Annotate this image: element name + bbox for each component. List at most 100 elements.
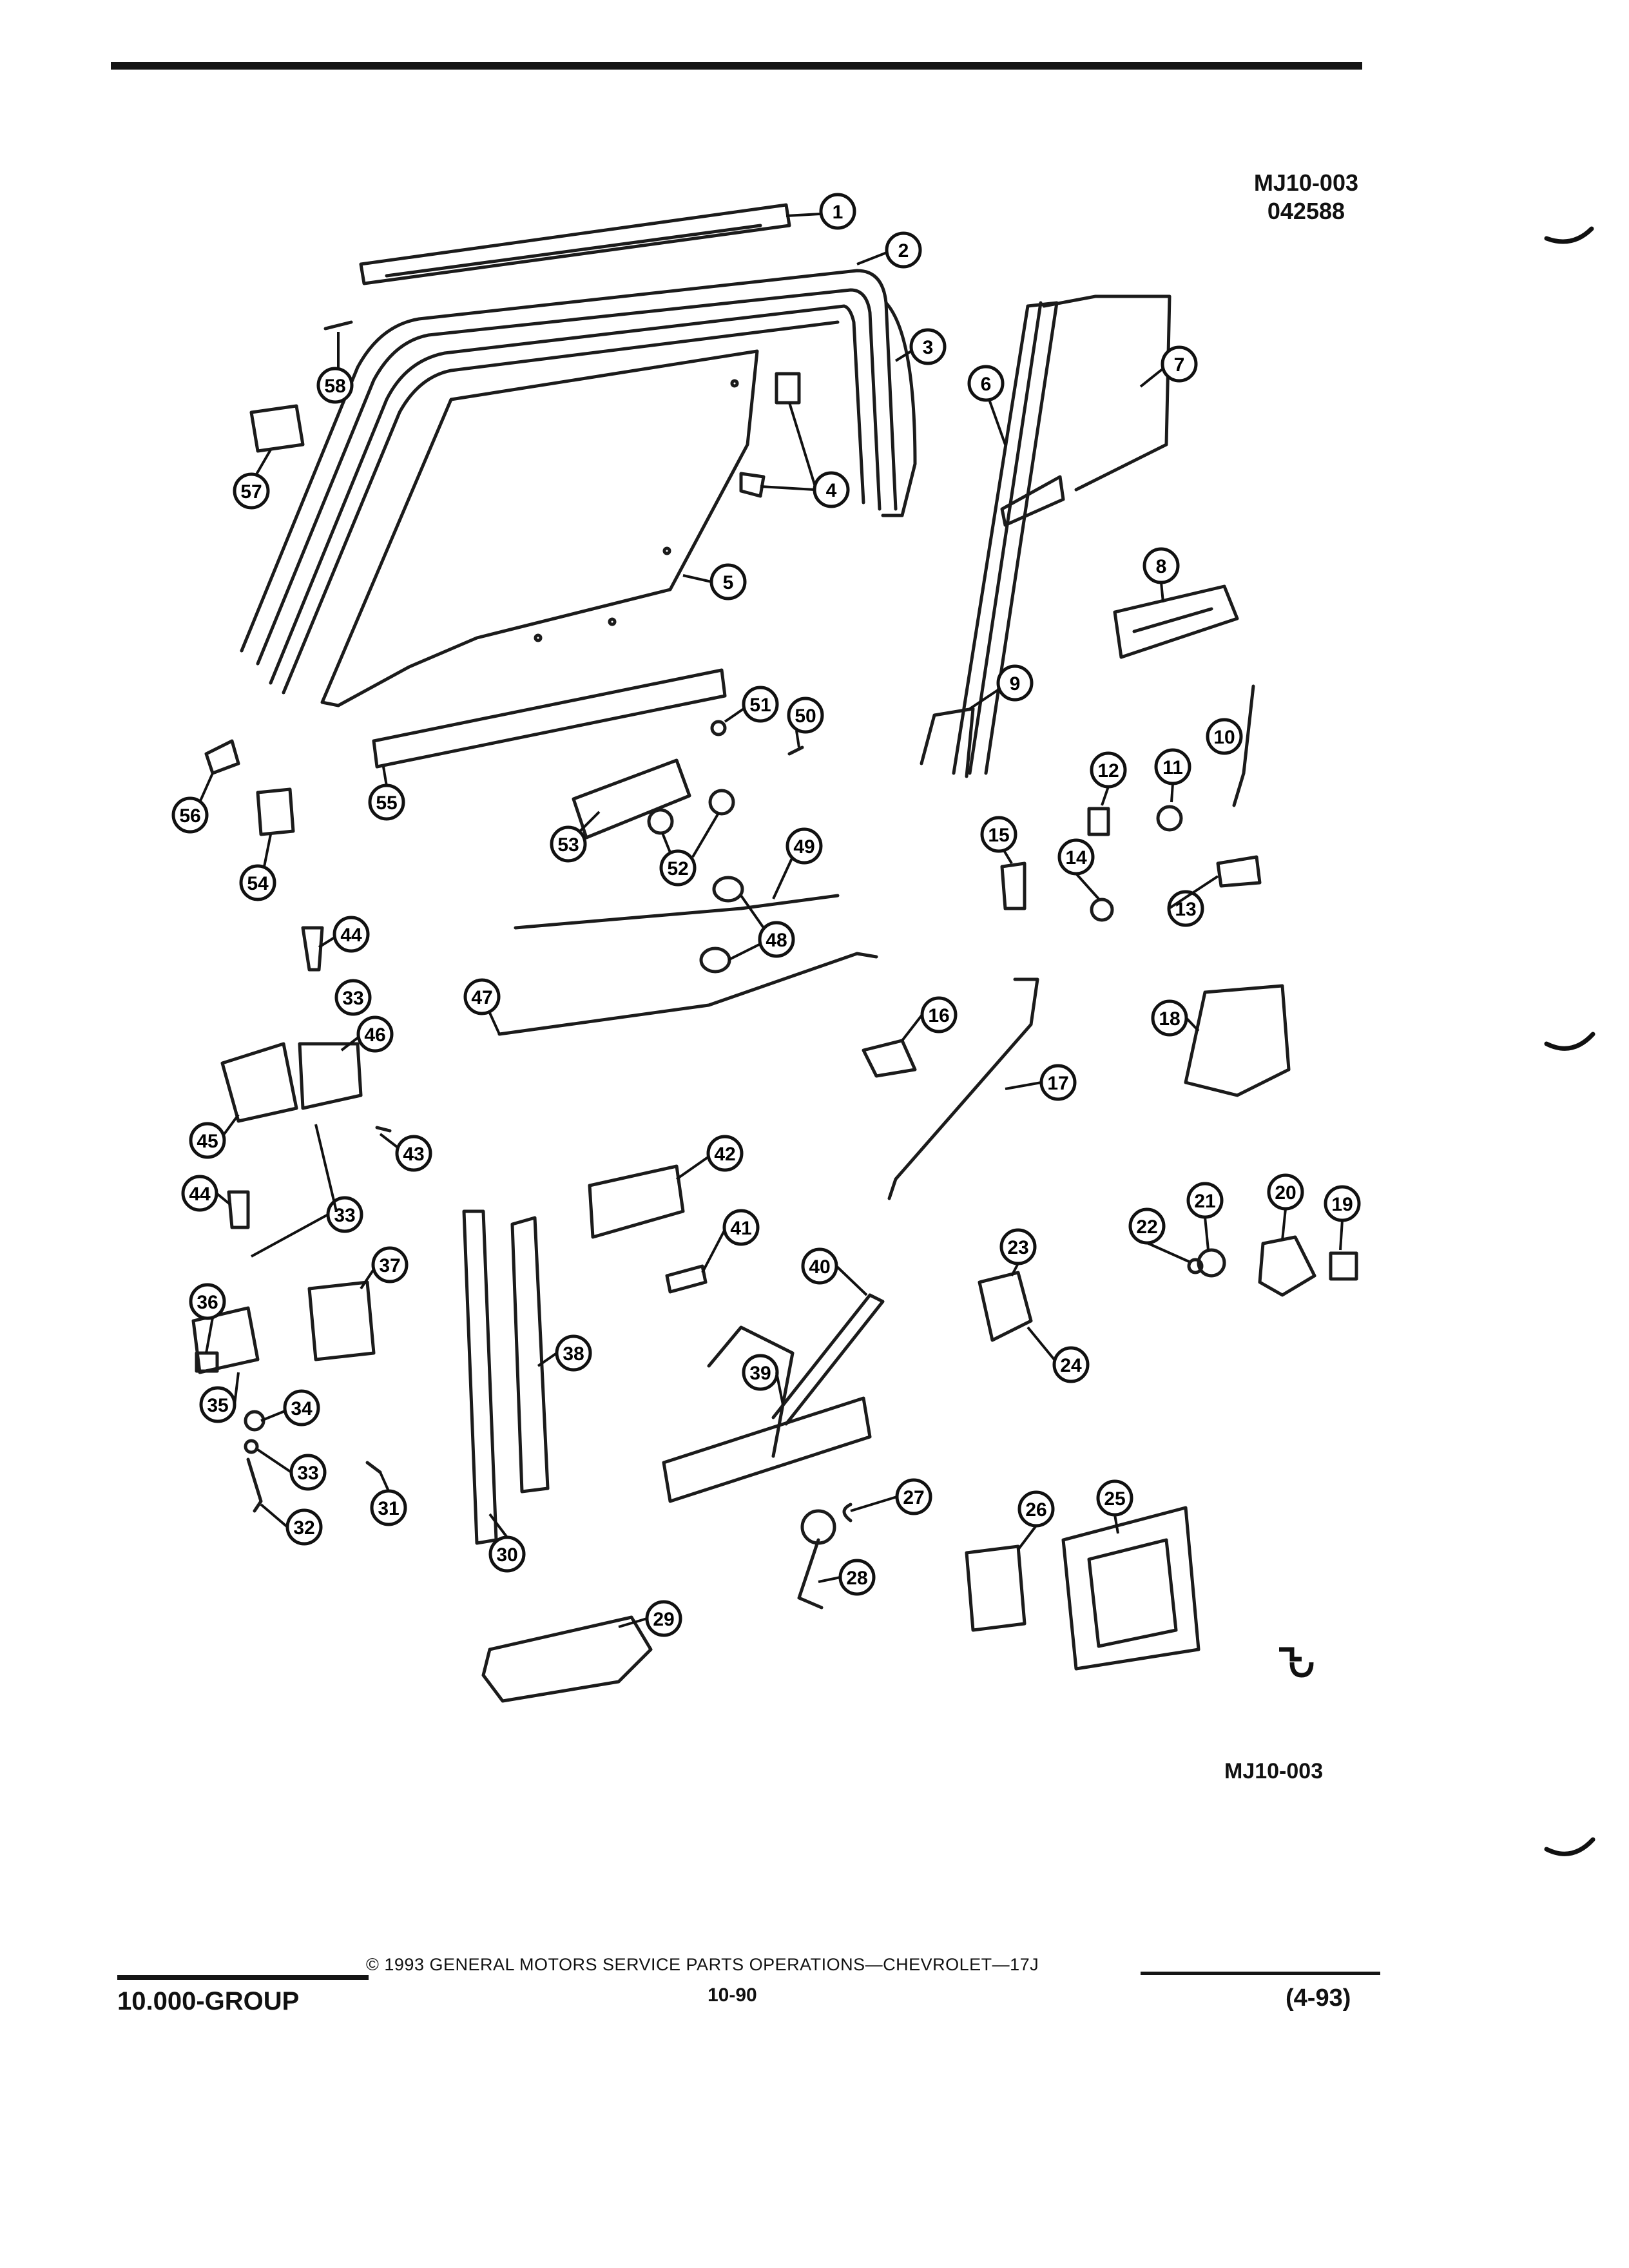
svg-text:54: 54 bbox=[247, 873, 269, 894]
leader-56 bbox=[198, 773, 214, 803]
leader-44a bbox=[215, 1192, 232, 1206]
callout-3: 3 bbox=[909, 328, 947, 365]
part-1-molding bbox=[359, 203, 791, 285]
part-22-spring bbox=[1187, 1258, 1204, 1274]
callout-33-middle: 33 bbox=[326, 1196, 363, 1233]
leader-30 bbox=[488, 1513, 508, 1539]
callout-55: 55 bbox=[368, 783, 405, 821]
svg-text:7: 7 bbox=[1174, 354, 1185, 376]
leader-2 bbox=[856, 251, 887, 265]
part-11-nut bbox=[1156, 805, 1183, 832]
part-12-spring bbox=[1087, 807, 1110, 836]
callout-44-upper: 44 bbox=[333, 916, 370, 953]
svg-text:9: 9 bbox=[1010, 673, 1021, 695]
part-5-glass bbox=[320, 349, 759, 707]
part-53-sash bbox=[572, 758, 691, 840]
svg-text:10: 10 bbox=[1213, 727, 1235, 748]
callout-33-upper: 33 bbox=[334, 979, 372, 1016]
part-56-bumper bbox=[204, 739, 240, 775]
part-55-sash-channel bbox=[372, 668, 727, 769]
callout-56: 56 bbox=[171, 796, 209, 834]
svg-text:14: 14 bbox=[1065, 847, 1087, 869]
callout-30: 30 bbox=[488, 1535, 526, 1573]
callout-17: 17 bbox=[1039, 1064, 1077, 1101]
leader-57 bbox=[255, 448, 272, 476]
leader-39 bbox=[775, 1372, 784, 1405]
leader-38 bbox=[537, 1352, 558, 1367]
callout-54: 54 bbox=[239, 864, 276, 901]
leader-7 bbox=[1139, 367, 1164, 388]
leader-5 bbox=[682, 574, 712, 583]
leader-14 bbox=[1075, 872, 1100, 900]
leader-33b bbox=[251, 1213, 329, 1258]
part-5-hole-4 bbox=[608, 617, 617, 626]
part-9-channel-base bbox=[920, 707, 975, 778]
callout-40: 40 bbox=[801, 1247, 838, 1285]
part-52-roller-2 bbox=[708, 789, 735, 816]
part-27-clip bbox=[842, 1503, 853, 1523]
leader-50 bbox=[795, 730, 800, 748]
svg-text:2: 2 bbox=[898, 240, 909, 262]
svg-text:51: 51 bbox=[749, 695, 771, 716]
callout-32: 32 bbox=[285, 1508, 323, 1546]
svg-text:35: 35 bbox=[207, 1395, 228, 1416]
part-43-bolt bbox=[375, 1126, 392, 1133]
figure-date: 042588 bbox=[1267, 198, 1345, 224]
callout-35: 35 bbox=[199, 1386, 236, 1423]
callout-1-label: 1 bbox=[833, 202, 843, 223]
svg-text:8: 8 bbox=[1156, 556, 1167, 577]
figure-reference: MJ10-003 042588 bbox=[1254, 169, 1358, 226]
leader-55 bbox=[382, 766, 388, 787]
callout-53: 53 bbox=[550, 825, 587, 863]
callout-42: 42 bbox=[706, 1135, 744, 1172]
part-4-clip-lower bbox=[739, 472, 766, 498]
svg-text:56: 56 bbox=[179, 805, 200, 827]
footer-group: 10.000-GROUP bbox=[117, 1987, 300, 2015]
leader-22 bbox=[1146, 1242, 1190, 1263]
callout-43: 43 bbox=[395, 1135, 432, 1172]
callout-45: 45 bbox=[189, 1122, 226, 1159]
part-2-channel bbox=[240, 269, 898, 653]
leader-42 bbox=[675, 1155, 710, 1180]
svg-text:16: 16 bbox=[928, 1005, 949, 1026]
part-28-crank-arm bbox=[797, 1538, 824, 1610]
svg-text:44: 44 bbox=[189, 1184, 211, 1205]
callout-46: 46 bbox=[356, 1015, 394, 1053]
callout-39: 39 bbox=[742, 1354, 779, 1391]
svg-text:38: 38 bbox=[563, 1343, 584, 1365]
part-20-gear bbox=[1258, 1235, 1316, 1297]
leader-18 bbox=[1185, 1017, 1200, 1032]
callout-48: 48 bbox=[758, 921, 795, 958]
part-5-hole-1 bbox=[730, 379, 739, 388]
part-44-pin-upper bbox=[301, 926, 324, 972]
leader-35 bbox=[233, 1372, 240, 1405]
binding-mark-2 bbox=[1544, 1032, 1595, 1051]
leader-19 bbox=[1339, 1220, 1344, 1251]
leader-6 bbox=[988, 399, 1007, 445]
leader-27 bbox=[850, 1495, 898, 1512]
callout-5: 5 bbox=[709, 563, 747, 601]
callout-24: 24 bbox=[1052, 1346, 1090, 1383]
part-32-pin bbox=[246, 1457, 263, 1513]
svg-text:48: 48 bbox=[766, 930, 787, 951]
callout-34: 34 bbox=[283, 1389, 320, 1427]
callout-51: 51 bbox=[742, 686, 779, 723]
callout-57: 57 bbox=[233, 472, 270, 510]
part-drawings bbox=[191, 203, 1358, 1703]
leader-4a bbox=[760, 485, 815, 491]
part-33-washer bbox=[244, 1439, 259, 1454]
footer-rule-right bbox=[1141, 1972, 1380, 1975]
leader-1 bbox=[786, 213, 822, 217]
part-42-inside-handle bbox=[588, 1164, 685, 1239]
part-40-arm bbox=[771, 1293, 885, 1426]
part-30-rear-channel bbox=[462, 1209, 498, 1545]
part-34-nut bbox=[244, 1410, 265, 1432]
part-44-pin-lower bbox=[227, 1190, 250, 1229]
callout-36: 36 bbox=[189, 1283, 226, 1320]
callout-11: 11 bbox=[1154, 748, 1191, 785]
callout-58: 58 bbox=[316, 367, 354, 404]
callout-22: 22 bbox=[1128, 1207, 1166, 1245]
leader-13 bbox=[1168, 875, 1219, 910]
part-5-hole-2 bbox=[662, 546, 671, 555]
